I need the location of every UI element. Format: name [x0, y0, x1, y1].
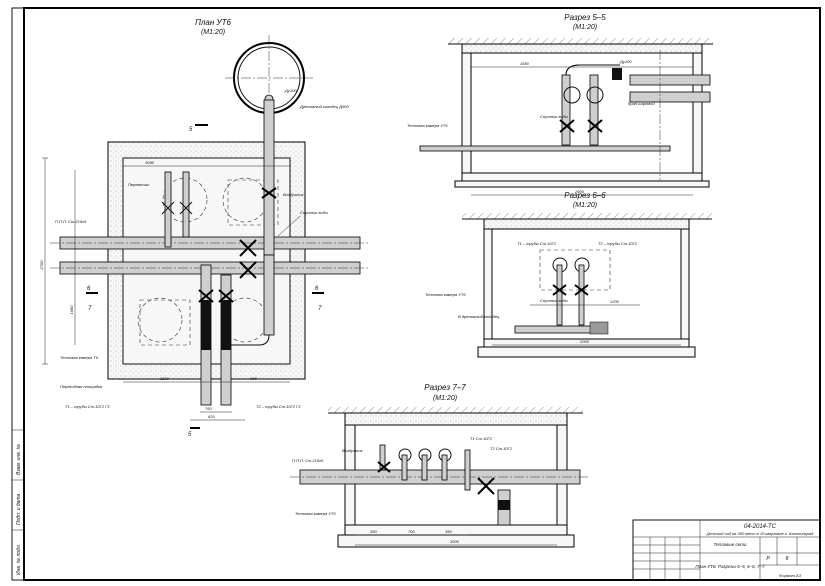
plan-mark-6b: 6 [315, 286, 319, 292]
callout-t1: Т1 – трубы Ст.10Г2 Г3 [65, 404, 110, 409]
s55-callout-du100: Ду100 [619, 59, 632, 64]
s66-callout-chamber: Тепловая камера УТ6 [425, 292, 466, 297]
s55-dim-1650: 1650 [520, 61, 530, 66]
s77-title: Разрез 7–7 [424, 383, 466, 392]
callout-chamber: Тепловая камера Т6 [60, 355, 99, 360]
callout-jumpers: Перемычки [128, 182, 150, 187]
plan-mark-7: 7 [88, 306, 92, 312]
callout-t2: Т2 – трубы Ст.10Г2 Г3 [256, 404, 301, 409]
callout-drain: Спускник воды [300, 210, 328, 215]
s66-callout-drainwell: В дренажный колодец [458, 314, 500, 319]
plan-title: План УТ6 [195, 18, 231, 27]
callout-du100: Ду100 [284, 88, 297, 93]
plan-mark-5b: 5 [188, 432, 192, 438]
plan-dim-3090: 3090 [145, 160, 155, 165]
s66-dim-2000: 2000 [579, 339, 590, 344]
tb-sheet: 8 [786, 556, 789, 562]
plan-dim-1100: 1100 [160, 376, 169, 381]
drawing-frame [23, 7, 821, 581]
s55-title: Разрез 5–5 [564, 13, 606, 22]
tb-format: Формат А3 [779, 573, 802, 578]
plan-dim-980: 980 [250, 376, 257, 381]
s66-callout-t2: Т2 – трубы Ст.10Г2 [598, 241, 638, 246]
margin-label-2: Подп. и дата [16, 493, 22, 525]
tb-stage: Р [766, 556, 770, 562]
s66-callout-drain: Спускник воды [540, 298, 568, 303]
callout-air: Воздушник [283, 192, 305, 197]
plan-dim-2700: 2700 [39, 260, 44, 271]
tb-drawing-name: План УТ6. Разрезы 5–5, 6–6, 7–7 [695, 564, 765, 569]
tb-code: 04-2014-ТС [744, 524, 777, 530]
callout-ppp: П.П.П. Ст.219х6 [55, 219, 87, 224]
margin-label-3: Взам. инв. № [16, 443, 22, 475]
s77-callout-t1: Т1 Ст.10Г2 [470, 436, 493, 441]
plan-mark-5: 5 [189, 127, 193, 133]
margin-stamp: Инв. № подл. Подп. и дата Взам. инв. № [11, 429, 25, 581]
plan-dim-760: 760 [205, 406, 212, 411]
plan-scale: (М1:20) [201, 29, 225, 36]
s66-scale: (М1:20) [573, 202, 597, 209]
margin-label-1: Инв. № подл. [16, 544, 22, 575]
plan-ut6: План УТ6 (М1:20) Дренажный колодец Д900 … [39, 18, 370, 438]
s66-dim-1200: 1200 [610, 299, 620, 304]
valve-group [198, 187, 277, 303]
s55-callout-drain: Спускник воды [540, 114, 568, 119]
plan-mark-6: 6 [87, 286, 91, 292]
s55-dim-2900: 2900 [574, 189, 585, 194]
s55-callout-valve: Кран шаровой [628, 101, 655, 106]
s77-callout-t2: Т2 Ст.10Г2 [490, 446, 513, 451]
s77-callout-ppp: П.П.П. Ст.219х6 [292, 458, 324, 463]
callout-drainage: Дренажный колодец Д900 [299, 104, 350, 109]
s55-scale: (М1:20) [573, 24, 597, 31]
tb-description: Детский сад на 300 мест в 10 квартале г.… [706, 531, 814, 536]
s77-callout-chamber: Тепловая камера УТ6 [295, 511, 336, 516]
s77-dim-350b: 350 [445, 529, 452, 534]
section-6-6: Разрез 6–6 (М1:20) 2000 1200 Т1 – трубы … [425, 191, 712, 358]
section-5-5: Разрез 5–5 (М1:20) 1650 2900 Тепловая ка [407, 13, 713, 196]
s77-dim-700: 700 [408, 529, 415, 534]
tb-sheet-name: Тепловые сети [714, 542, 747, 547]
plan-mark-7b: 7 [318, 306, 322, 312]
title-block: 04-2014-ТС Детский сад на 300 мест в 10 … [632, 519, 821, 581]
plan-dim-620: 620 [208, 414, 215, 419]
callout-platform: Переходная площадка [60, 384, 103, 389]
s77-dim-3000: 3000 [450, 539, 460, 544]
s77-dim-350a: 350 [370, 529, 377, 534]
s66-title: Разрез 6–6 [564, 191, 606, 200]
s77-callout-air: Воздушник [342, 448, 364, 453]
plan-dim-1680: 1680 [69, 305, 74, 315]
s55-callout-chamber: Тепловая камера УТ6 [407, 123, 448, 128]
s77-scale: (М1:20) [433, 395, 457, 402]
section-7-7: Разрез 7–7 (М1:20) 3000 350 700 350 Возд… [290, 383, 590, 548]
s66-callout-t1: Т1 – трубы Ст.10Г2 [517, 241, 557, 246]
